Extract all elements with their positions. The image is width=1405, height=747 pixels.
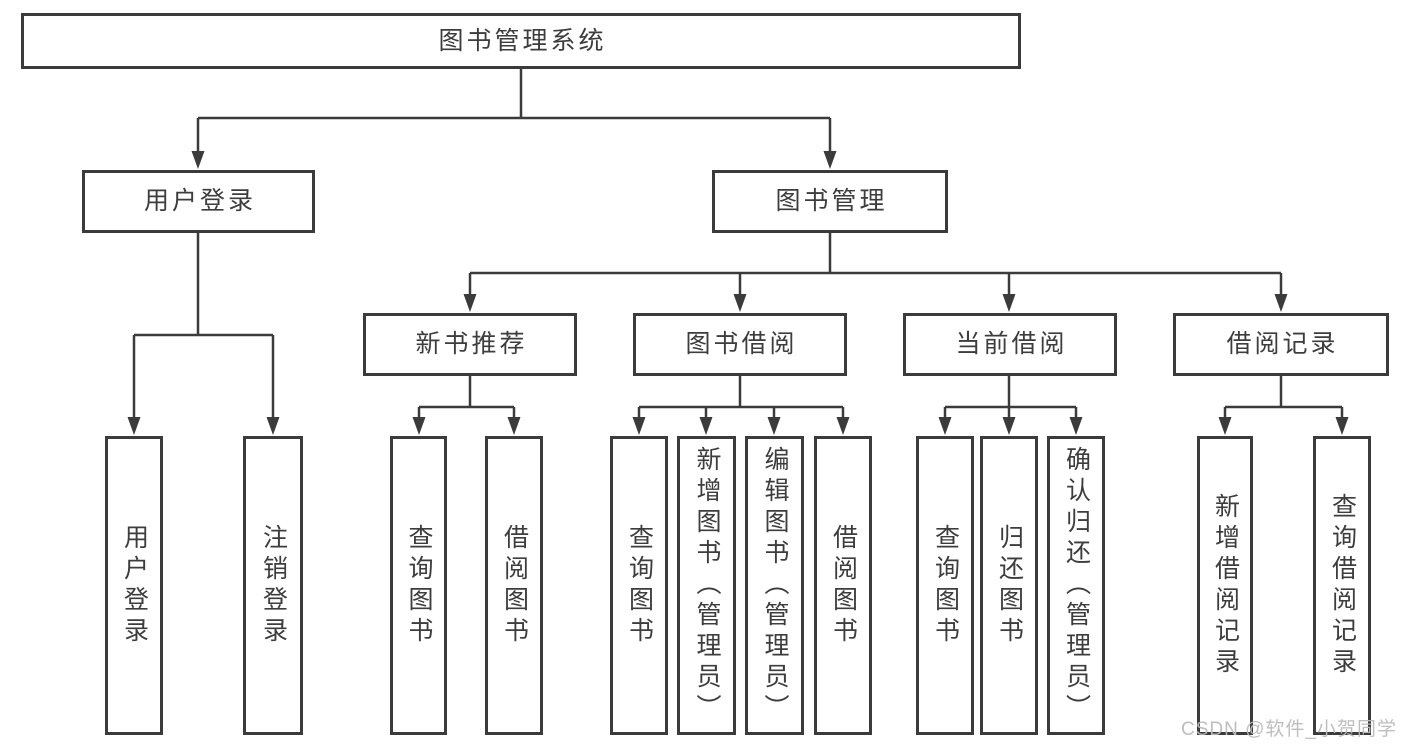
leaf-user-login: 用户登录: [105, 436, 163, 735]
node-label: 用户登录: [120, 523, 149, 648]
arrowheads: [127, 151, 1349, 435]
node-library-management-system: 图书管理系统: [21, 13, 1021, 69]
node-borrowing-records: 借阅记录: [1173, 313, 1389, 376]
leaf-query-book-borrow: 查询图书: [610, 436, 668, 735]
node-book-management: 图书管理: [712, 170, 948, 233]
leaf-confirm-return-admin: 确认归还（管理员）: [1047, 436, 1105, 735]
node-label: 查询图书: [625, 523, 654, 648]
node-label: 查询图书: [405, 523, 433, 648]
leaf-return-book: 归还图书: [980, 436, 1038, 735]
node-label: 图书借阅: [685, 330, 798, 358]
node-label: 借阅图书: [500, 523, 529, 648]
csdn-watermark: CSDN @软件_小贺同学: [1181, 719, 1397, 740]
leaf-query-borrow-record: 查询借阅记录: [1313, 436, 1371, 735]
leaf-edit-book-admin: 编辑图书（管理员）: [745, 436, 804, 735]
node-user-login: 用户登录: [82, 170, 315, 233]
node-label: 新增借阅记录: [1211, 492, 1240, 679]
connector-paths: [132, 69, 1344, 419]
leaf-borrow-book: 借阅图书: [814, 436, 872, 735]
node-label: 归还图书: [995, 523, 1024, 648]
leaf-logout: 注销登录: [243, 436, 303, 735]
leaf-query-book-current: 查询图书: [916, 436, 974, 735]
node-label: 查询借阅记录: [1328, 492, 1357, 679]
node-label: 注销登录: [259, 523, 288, 648]
node-label: 确认归还（管理员）: [1062, 446, 1091, 725]
node-label: 借阅图书: [829, 523, 858, 648]
leaf-add-book-admin: 新增图书（管理员）: [677, 436, 736, 735]
node-label: 借阅记录: [1226, 330, 1339, 358]
leaf-query-book-recommend: 查询图书: [390, 436, 447, 735]
node-label: 用户登录: [143, 187, 256, 215]
node-label: 新书推荐: [415, 330, 528, 358]
node-label: 新增图书（管理员）: [693, 446, 721, 725]
leaf-borrow-book-recommend: 借阅图书: [485, 436, 543, 735]
node-new-book-recommend: 新书推荐: [363, 313, 577, 376]
node-book-borrowing: 图书借阅: [633, 313, 847, 376]
leaf-add-borrow-record: 新增借阅记录: [1197, 436, 1253, 735]
node-label: 编辑图书（管理员）: [761, 446, 789, 725]
node-label: 查询图书: [931, 523, 960, 648]
node-label: 当前借阅: [955, 330, 1068, 358]
node-label: 图书管理系统: [438, 26, 607, 55]
node-current-borrowing: 当前借阅: [903, 313, 1117, 376]
node-label: 图书管理: [775, 187, 888, 215]
